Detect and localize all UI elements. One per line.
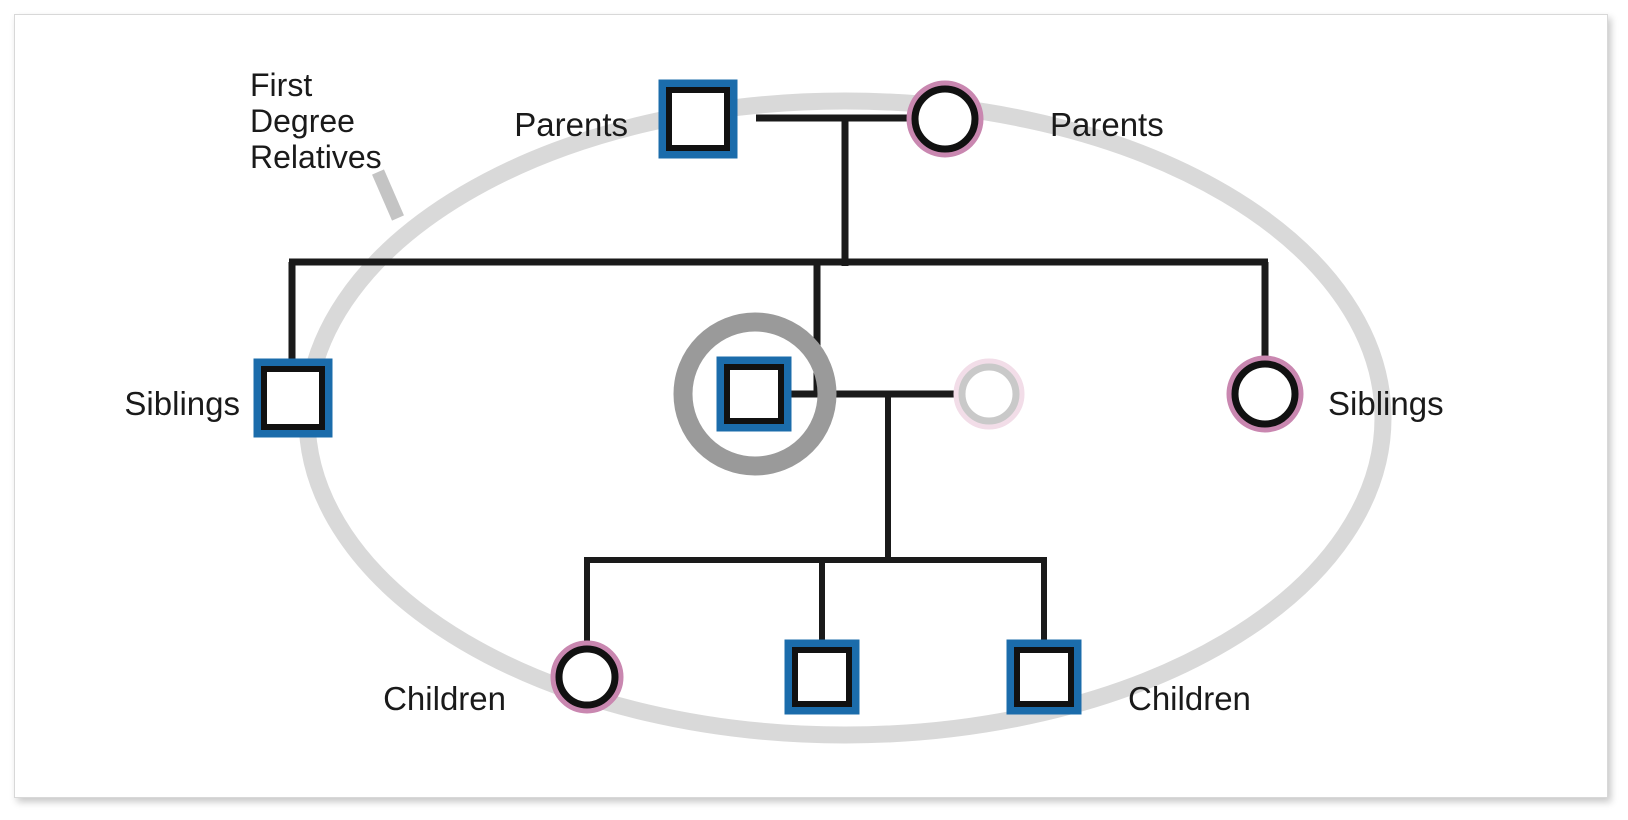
group-label-leader-line — [372, 169, 404, 221]
female-circle-inner-border — [911, 85, 979, 153]
individual-mother[interactable] — [906, 80, 984, 158]
pedigree-connector-lines — [288, 114, 1269, 648]
individual-proband[interactable] — [716, 356, 792, 432]
label-parents-left: Parents — [514, 106, 628, 143]
proband-highlight-ring — [673, 312, 837, 476]
group-label-line-1: First — [250, 67, 312, 103]
label-siblings-left: Siblings — [124, 385, 240, 422]
male-square-inner-border — [666, 87, 730, 151]
individual-child-2[interactable] — [784, 639, 860, 715]
individual-sibling-right[interactable] — [1226, 355, 1304, 433]
female-circle-inner-border-faded — [958, 363, 1020, 425]
male-square-inner-border — [724, 364, 784, 424]
label-children-right: Children — [1128, 680, 1251, 717]
male-square-inner-border — [261, 366, 325, 430]
female-circle-inner-border — [1231, 360, 1299, 428]
male-square-inner-border — [1014, 647, 1074, 707]
group-label-line-2: Degree — [250, 103, 355, 139]
individual-sibling-left[interactable] — [253, 358, 333, 438]
female-circle-inner-border — [555, 645, 619, 709]
group-label-line-3: Relatives — [250, 139, 382, 175]
label-parents-right: Parents — [1050, 106, 1164, 143]
label-siblings-right: Siblings — [1328, 385, 1444, 422]
male-square-inner-border — [792, 647, 852, 707]
individual-father[interactable] — [658, 79, 738, 159]
label-children-left: Children — [383, 680, 506, 717]
diagram-labels: First Degree Relatives Parents Parents S… — [124, 67, 1443, 717]
individual-child-1[interactable] — [550, 640, 624, 714]
individual-child-3[interactable] — [1006, 639, 1082, 715]
individual-spouse-faded[interactable] — [953, 358, 1025, 430]
